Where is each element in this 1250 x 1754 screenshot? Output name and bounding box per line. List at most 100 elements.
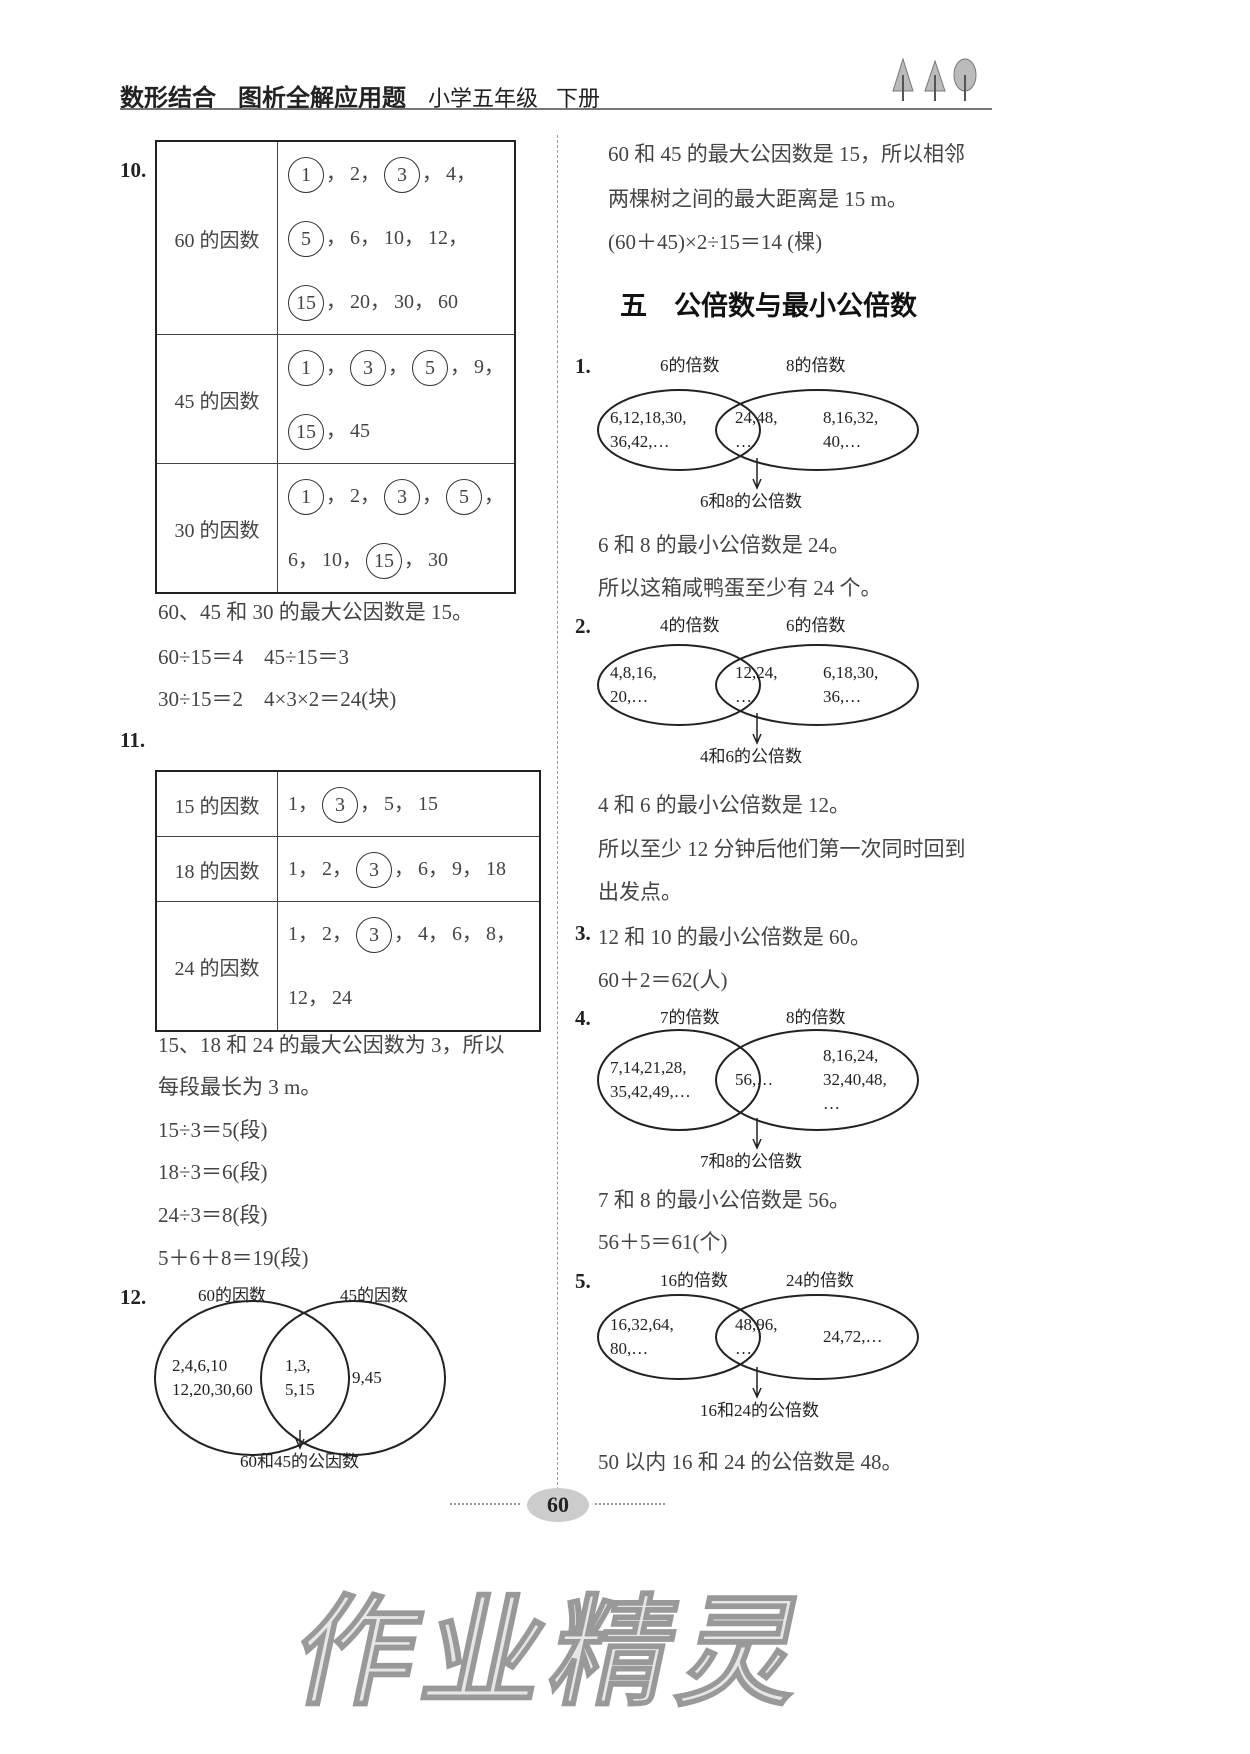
- venn-middle-values: 1,3,: [285, 1356, 311, 1375]
- venn-right-values: 8,16,24,: [823, 1046, 879, 1065]
- answer-line: 50 以内 16 和 24 的公倍数是 48。: [598, 1450, 903, 1474]
- separator: ，: [370, 291, 390, 313]
- set-label: 6的倍数: [786, 616, 846, 635]
- answer-line: 6 和 8 的最小公倍数是 24。: [598, 533, 850, 557]
- book-title: 图析全解应用题: [238, 84, 406, 112]
- separator: ，: [326, 163, 346, 185]
- factor-list: 1，2，3，6，9，18: [277, 836, 541, 902]
- intersection-label: 7和8的公倍数: [700, 1152, 802, 1171]
- factor-list: 1，2，3，4，5，6，10，12，15，20，30，60: [277, 140, 516, 335]
- factor: 30: [428, 549, 448, 571]
- separator: ，: [360, 485, 380, 507]
- factor: 8: [486, 923, 496, 945]
- factor-line: 15，45: [288, 399, 514, 463]
- venn-right-values: 24,72,…: [823, 1327, 883, 1346]
- factor-line: 1，3，5，9，: [288, 336, 514, 400]
- venn-left-values: 7,14,21,28,: [610, 1058, 687, 1077]
- separator: ，: [394, 923, 414, 945]
- factor: 5: [384, 793, 394, 815]
- set-label: 4的倍数: [660, 616, 720, 635]
- circled-factor: 5: [412, 350, 448, 387]
- question-number: 4.: [575, 1006, 591, 1030]
- circled-factor: 5: [446, 479, 482, 516]
- venn-right-values: 9,45: [352, 1368, 382, 1387]
- set-label: 8的倍数: [786, 356, 846, 375]
- question-number: 3.: [575, 921, 591, 945]
- separator: ，: [462, 923, 482, 945]
- factor: 12: [428, 227, 448, 249]
- venn-left-values: 36,42,…: [610, 432, 670, 451]
- answer-line: 18÷3＝6(段): [158, 1160, 268, 1184]
- question-number: 12.: [120, 1285, 147, 1309]
- row-label: 30 的因数: [155, 463, 278, 594]
- separator: ，: [342, 549, 362, 571]
- separator: ，: [462, 858, 482, 880]
- series-title: 数形结合: [120, 84, 216, 112]
- factor-line: 1，2，3，6，9，18: [288, 838, 539, 901]
- set-label: 24的倍数: [786, 1271, 854, 1290]
- separator: ，: [308, 987, 328, 1009]
- factor: 10: [322, 549, 342, 571]
- separator: ，: [422, 163, 442, 185]
- trees-icon: [892, 57, 977, 101]
- venn-right-values: 40,…: [823, 432, 862, 451]
- venn-middle-values: 48,96,: [735, 1315, 778, 1334]
- separator: ，: [428, 858, 448, 880]
- factor: 2: [322, 858, 332, 880]
- venn-left-values: 2,4,6,10: [172, 1356, 228, 1375]
- venn-left-values: 35,42,49,…: [610, 1082, 691, 1101]
- separator: ，: [326, 420, 346, 442]
- factor: 60: [438, 291, 458, 313]
- venn-left-values: 6,12,18,30,: [610, 408, 687, 427]
- answer-line: 两棵树之间的最大距离是 15 m。: [608, 187, 908, 211]
- row-label: 15 的因数: [155, 770, 278, 837]
- arrow-icon: [752, 458, 762, 490]
- section-title: 五 公倍数与最小公倍数: [620, 291, 917, 322]
- answer-line: 15÷3＝5(段): [158, 1118, 268, 1142]
- intersection-label: 60和45的公因数: [240, 1452, 359, 1471]
- separator: ，: [298, 793, 318, 815]
- factor-list: 1，2，3，5，6，10，15，30: [277, 463, 516, 594]
- venn-middle-values: …: [735, 687, 752, 706]
- answer-line: 56＋5＝61(个): [598, 1230, 728, 1254]
- venn-left-values: 16,32,64,: [610, 1315, 674, 1334]
- set-label: 8的倍数: [786, 1008, 846, 1027]
- header-rule: [120, 108, 992, 110]
- separator: ，: [394, 858, 414, 880]
- watermark: 作业精灵: [282, 1583, 826, 1724]
- arrow-icon: [752, 1367, 762, 1399]
- separator: ，: [326, 356, 346, 378]
- venn-right-values: 6,18,30,: [823, 663, 879, 682]
- separator: ，: [484, 356, 504, 378]
- separator: ，: [326, 291, 346, 313]
- intersection-label: 4和6的公倍数: [700, 747, 802, 766]
- row-label: 18 的因数: [155, 836, 278, 902]
- factor-list: 1，2，3，4，6，8，12，24: [277, 901, 541, 1032]
- venn-left-values: 12,20,30,60: [172, 1380, 253, 1399]
- venn-middle-values: 12,24,: [735, 663, 778, 682]
- factor: 9: [452, 858, 462, 880]
- separator: ，: [450, 356, 470, 378]
- answer-line: 12 和 10 的最小公倍数是 60。: [598, 925, 871, 949]
- separator: ，: [298, 923, 318, 945]
- answer-line: 每段最长为 3 m。: [158, 1075, 322, 1099]
- answer-line: (60＋45)×2÷15＝14 (棵): [608, 230, 823, 254]
- factor: 20: [350, 291, 370, 313]
- separator: ，: [448, 227, 468, 249]
- factor: 6: [350, 227, 360, 249]
- factor-line: 5，6，10，12，: [288, 206, 514, 270]
- intersection-label: 6和8的公倍数: [700, 492, 802, 511]
- set-label: 6的倍数: [660, 356, 720, 375]
- factor: 6: [418, 858, 428, 880]
- question-number: 5.: [575, 1269, 591, 1293]
- answer-line: 60÷15＝4 45÷15＝3: [158, 645, 350, 669]
- factor: 15: [418, 793, 438, 815]
- row-label: 24 的因数: [155, 901, 278, 1032]
- circled-factor: 15: [366, 543, 402, 580]
- circled-factor: 1: [288, 479, 324, 516]
- factor: 4: [418, 923, 428, 945]
- question-number: 1.: [575, 354, 591, 378]
